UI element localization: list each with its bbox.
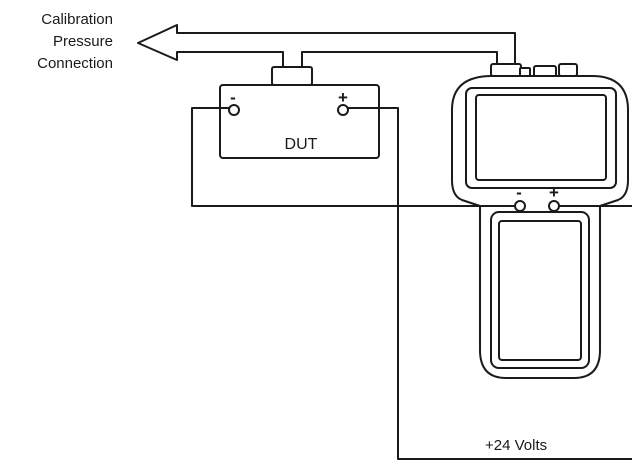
dut-plus-sign: +	[338, 88, 348, 107]
cal-minus-sign: -	[516, 183, 522, 202]
cal-plus-terminal	[548, 200, 560, 212]
dut-minus-sign: -	[230, 88, 236, 107]
pressure-tube	[137, 24, 516, 68]
calibrator-top-display	[475, 94, 607, 181]
dut-label: DUT	[285, 136, 318, 153]
cal-minus-terminal	[514, 200, 526, 212]
wire-dut-minus-to-cal-minus	[191, 107, 516, 207]
wire-dut-plus-to-supply	[347, 107, 632, 460]
calibrator-body	[451, 75, 629, 379]
pressure-label-line-1: Calibration	[41, 11, 113, 28]
supply-voltage-label: +24 Volts	[485, 437, 547, 454]
pressure-label-line-3: Connection	[37, 55, 113, 72]
pressure-connection-label: Calibration Pressure Connection	[37, 11, 113, 72]
calibrator-bottom-display-frame	[490, 211, 590, 369]
dut-box	[219, 84, 380, 159]
dut-minus-terminal	[228, 104, 240, 116]
dut-plus-terminal	[337, 104, 349, 116]
calibrator-top-display-frame	[465, 87, 617, 189]
pressure-label-line-2: Pressure	[53, 33, 113, 50]
calibrator-bottom-display	[498, 220, 582, 361]
dut-pressure-fitting	[271, 66, 313, 86]
cal-plus-sign: +	[549, 183, 559, 202]
